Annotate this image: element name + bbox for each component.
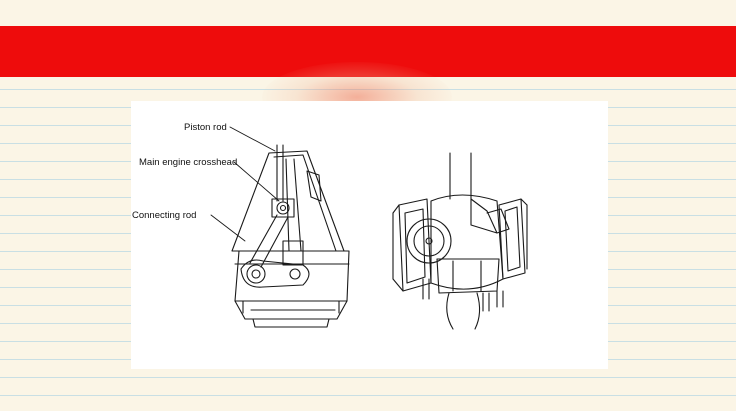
crosshead-diagram (210, 126, 528, 330)
header-band (0, 26, 736, 77)
diagram-panel: Piston rod Main engine crosshead Connect… (131, 101, 608, 369)
connecting-rod-leader (210, 214, 246, 242)
crosshead-leader (233, 161, 280, 202)
top-strip (0, 0, 736, 26)
callout-leaders (210, 126, 280, 242)
crosshead-isometric-drawing (392, 152, 528, 330)
label-connecting-rod: Connecting rod (132, 210, 197, 221)
piston-rod-leader (229, 126, 276, 152)
crosshead-section-drawing (231, 144, 350, 328)
label-piston-rod: Piston rod (184, 122, 227, 133)
label-crosshead: Main engine crosshead (139, 157, 238, 168)
